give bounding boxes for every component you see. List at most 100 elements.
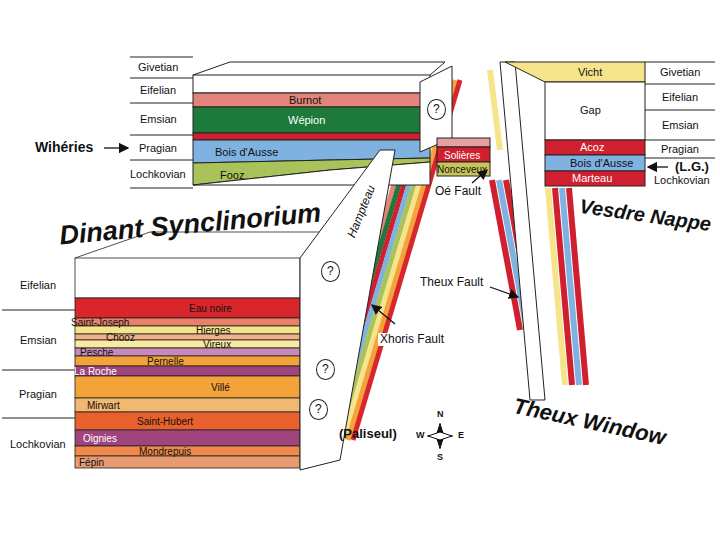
label-text: Theux Fault: [420, 275, 483, 289]
diagram-label: Pragian: [139, 142, 177, 154]
formation-name: Mirwart: [87, 400, 120, 411]
formation-name: Vicht: [578, 66, 602, 78]
diagram-label: Pragian: [661, 143, 699, 155]
formation-band: Saint-Hubert: [137, 416, 193, 427]
label-text: Theux Window: [511, 393, 668, 450]
label-text: Oé Fault: [435, 184, 481, 198]
formation-name: Hierges: [196, 325, 230, 336]
formation-band: Marteau: [572, 172, 612, 184]
diagram-label: Wihéries: [35, 140, 93, 155]
diagram-label: (L.G.): [675, 160, 709, 174]
formation-name: Pernelle: [147, 356, 184, 367]
formation-name: Pesche: [80, 347, 113, 358]
formation-band: Eau noire: [189, 303, 232, 314]
label-text: Eifelian: [662, 91, 698, 103]
formation-name: ?: [315, 402, 322, 416]
diagram-label: S: [437, 453, 443, 463]
label-text: Lochkovian: [130, 168, 186, 180]
formation-name: Solières: [444, 150, 480, 161]
diagram-label: W: [416, 431, 425, 441]
diagram-label: Lochkovian: [130, 168, 186, 180]
formation-band: Acoz: [580, 141, 604, 153]
label-text: Lochkovian: [10, 438, 66, 450]
formation-band: Burnot: [289, 94, 321, 106]
formation-name: Marteau: [572, 172, 612, 184]
formation-name: Bois d'Ausse: [215, 146, 278, 158]
label-text: S: [437, 452, 443, 462]
formation-name: Mondrepuis: [139, 446, 191, 457]
label-text: Eifelian: [140, 84, 176, 96]
query-oval: ?: [427, 99, 446, 120]
formation-band: Hierges: [196, 325, 230, 336]
formation-band: La Roche: [74, 366, 117, 377]
diagram-label: Emsian: [662, 119, 699, 131]
formation-band: Villé: [211, 382, 230, 393]
formation-band: Fépin: [79, 457, 104, 468]
formation-band: Bois d'Ausse: [215, 146, 278, 158]
diagram-label: Eifelian: [20, 279, 56, 291]
label-text: Emsian: [662, 119, 699, 131]
label-text: Dinant Synclinorium: [58, 198, 322, 251]
label-text: Lochkovian: [654, 174, 710, 186]
formation-name: ?: [327, 264, 334, 278]
label-text: N: [437, 409, 444, 419]
formation-band: Bois d'Ausse: [570, 157, 633, 169]
diagram-label: Vesdre Nappe: [578, 195, 712, 235]
diagram-label: Pragian: [19, 388, 57, 400]
formation-band: Saint-Joseph: [71, 317, 129, 328]
formation-name: Fooz: [220, 169, 244, 181]
formation-band: Vireux: [203, 339, 231, 350]
diagram-label: Emsian: [20, 334, 57, 346]
label-text: Wihéries: [35, 139, 93, 155]
formation-name: Oignies: [83, 433, 117, 444]
label-text: W: [416, 430, 425, 440]
formation-band: Mondrepuis: [139, 446, 191, 457]
label-text: Givetian: [138, 61, 178, 73]
label-text: Emsian: [20, 334, 57, 346]
formation-band: Gap: [580, 104, 601, 116]
formation-name: Bois d'Ausse: [570, 157, 633, 169]
formation-band: Nonceveux: [437, 164, 487, 175]
diagram-label: Dinant Synclinorium: [58, 199, 322, 251]
formation-name: Burnot: [289, 94, 321, 106]
diagram-label: (Paliseul): [339, 427, 397, 441]
diagram-label: Eifelian: [662, 91, 698, 103]
label-text: E: [458, 430, 464, 440]
diagram-label: Theux Window: [511, 394, 668, 450]
label-text: Givetian: [660, 66, 700, 78]
diagram-label: Xhoris Fault: [378, 333, 446, 346]
formation-name: Villé: [211, 382, 230, 393]
formation-band: Mirwart: [87, 400, 120, 411]
formation-band: Pesche: [80, 347, 113, 358]
formation-name: Nonceveux: [437, 164, 487, 175]
label-text: (L.G.): [675, 159, 709, 174]
formation-name: Eau noire: [189, 303, 232, 314]
diagram-label: Givetian: [138, 61, 178, 73]
formation-name: Gap: [580, 104, 601, 116]
formation-name: Saint-Joseph: [71, 317, 129, 328]
diagram-label: Givetian: [660, 66, 700, 78]
label-text: Pragian: [19, 388, 57, 400]
query-oval: ?: [316, 359, 335, 380]
formation-name: Vireux: [203, 339, 231, 350]
diagram-label: N: [437, 410, 444, 420]
label-text: Pragian: [139, 142, 177, 154]
label-text: Vesdre Nappe: [578, 195, 712, 235]
label-text: Xhoris Fault: [380, 332, 444, 346]
label-text: Pragian: [661, 143, 699, 155]
formation-name: Chooz: [106, 332, 135, 343]
diagram-label: Lochkovian: [654, 174, 710, 186]
diagram-label: Emsian: [140, 113, 177, 125]
formation-band: Solières: [444, 150, 480, 161]
formation-band: Fooz: [220, 169, 244, 181]
formation-band: Pernelle: [147, 356, 184, 367]
formation-band: Vicht: [578, 66, 602, 78]
query-oval: ?: [309, 399, 328, 420]
formation-band: Oignies: [83, 433, 117, 444]
query-oval: ?: [321, 261, 340, 282]
formation-name: Saint-Hubert: [137, 416, 193, 427]
formation-name: Fépin: [79, 457, 104, 468]
diagram-label: E: [458, 431, 464, 441]
